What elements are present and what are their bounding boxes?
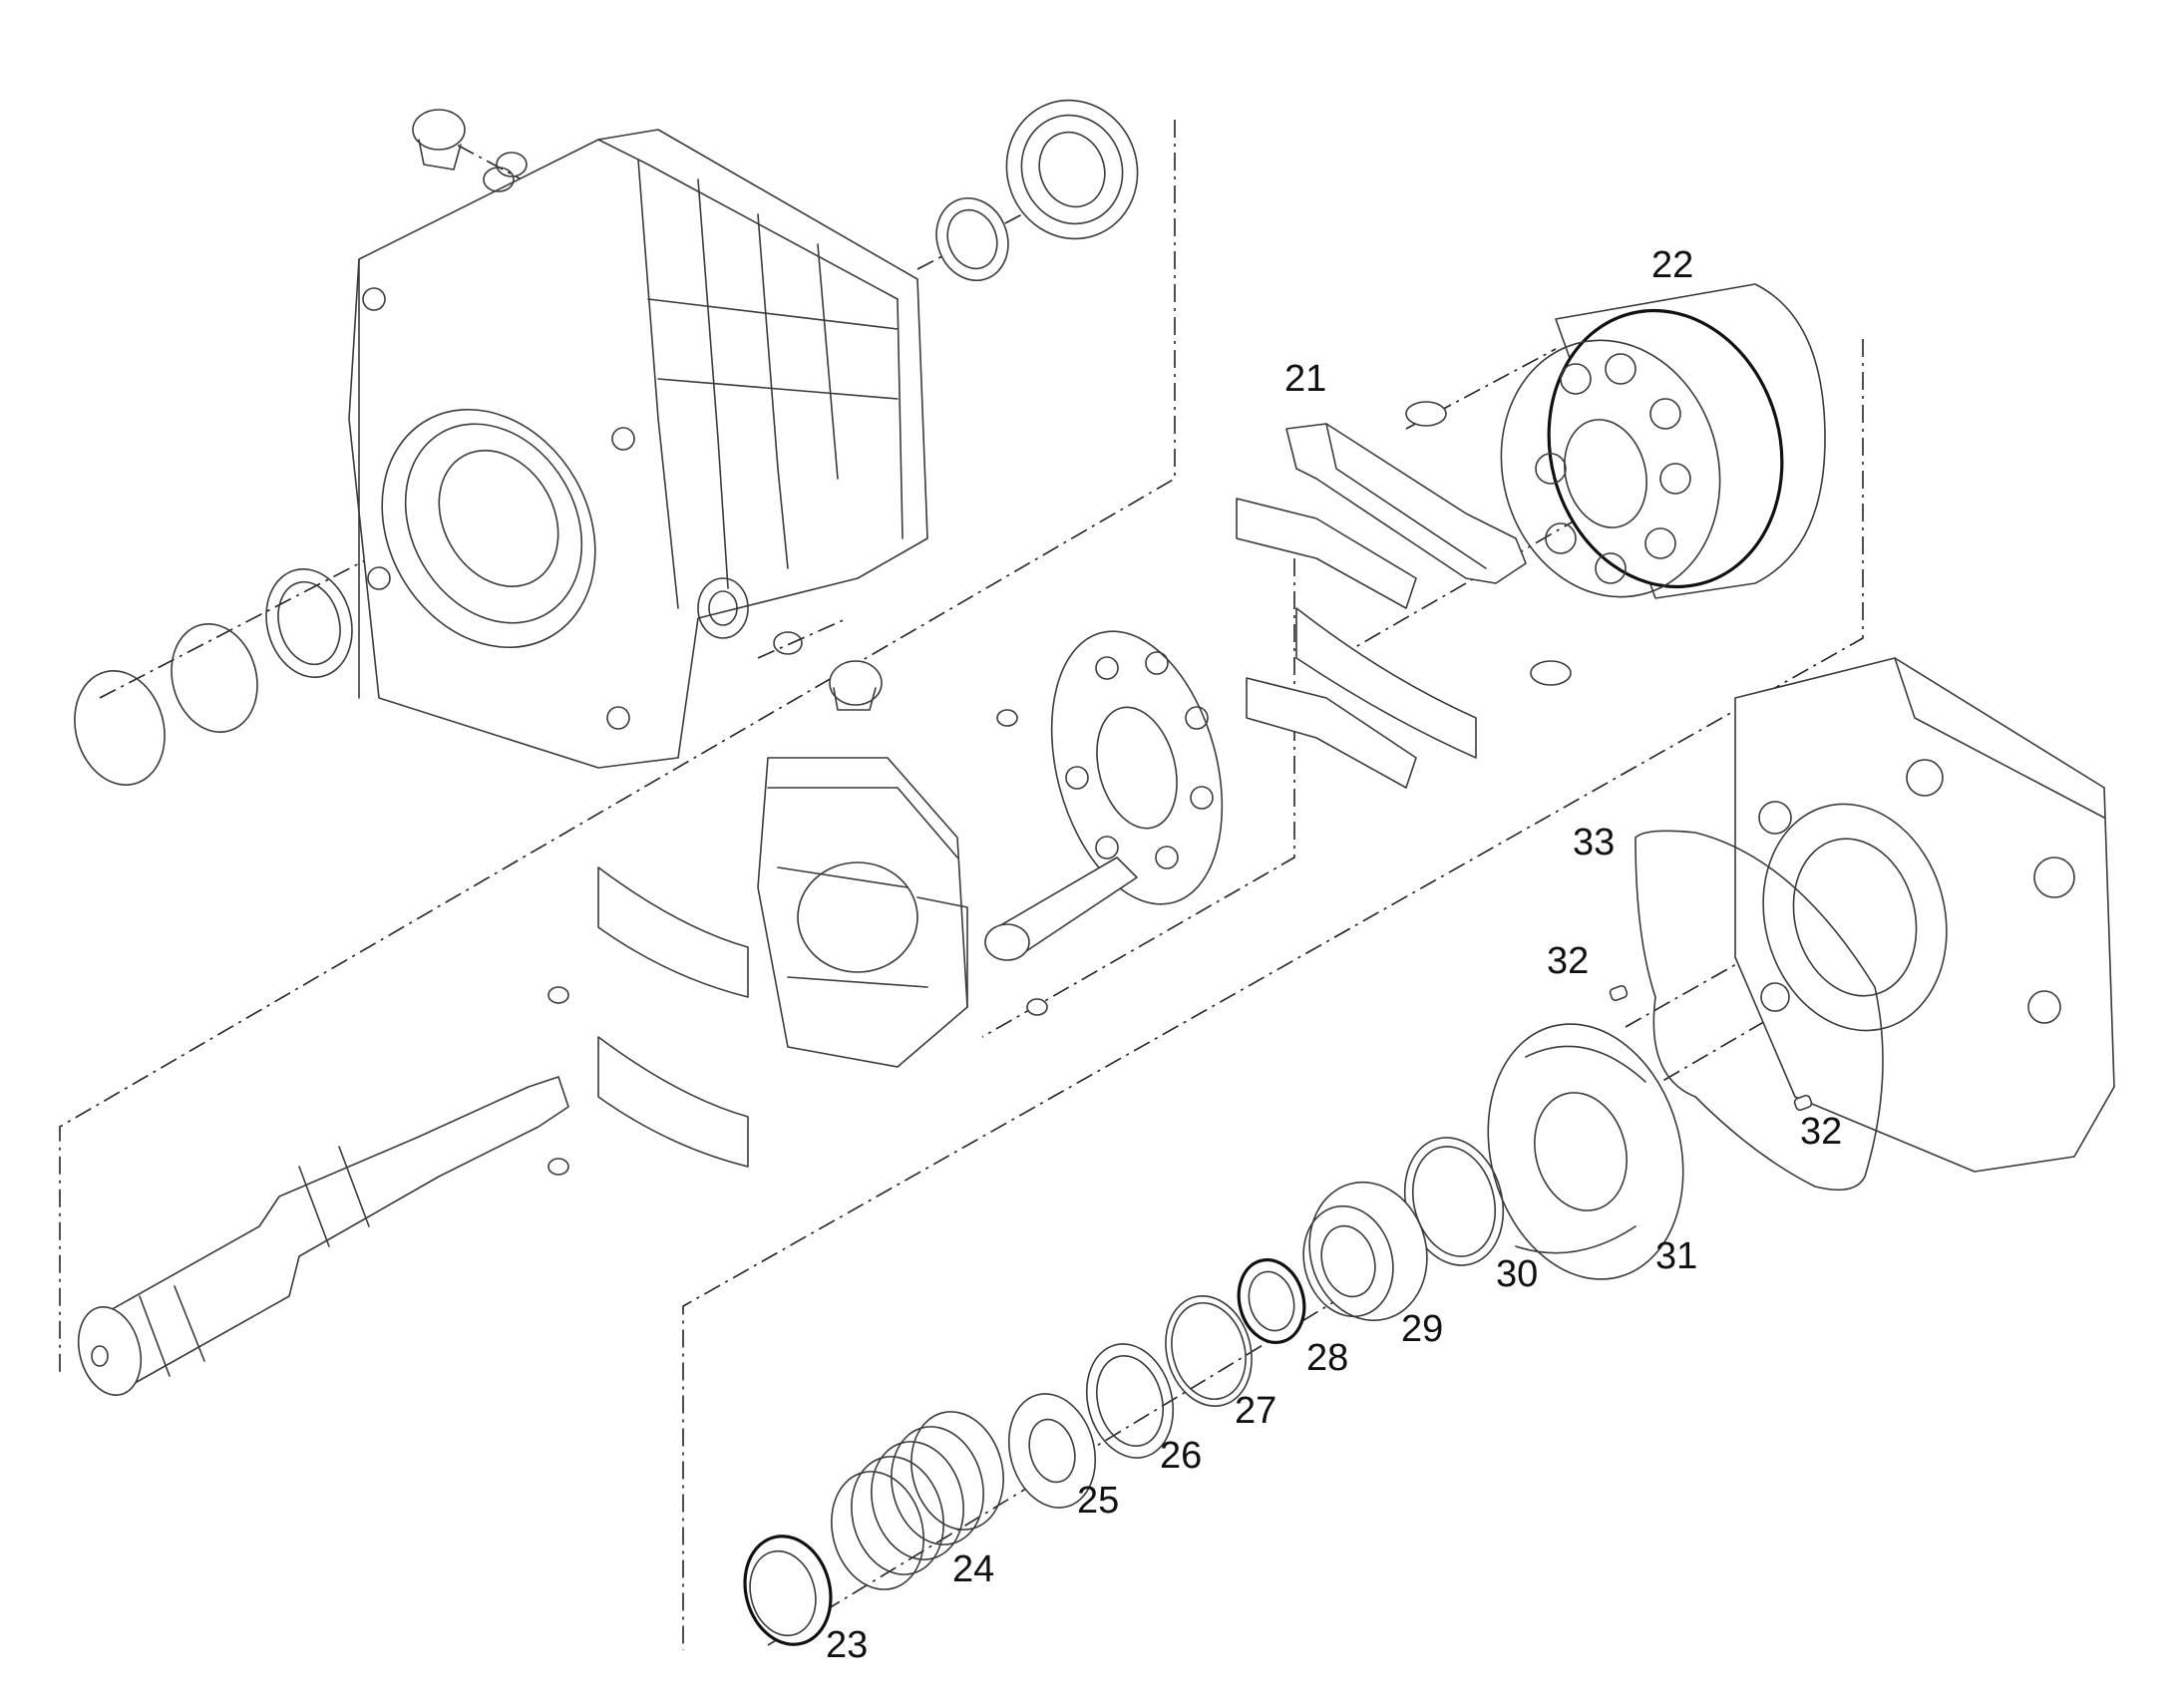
side-plug [773,631,883,711]
callout-24: 24 [952,1548,994,1590]
part-31-valve-plate [1487,1023,1684,1280]
callout-22: 22 [1651,244,1693,286]
end-cap-housing [1734,657,2115,1173]
callout-30: 30 [1496,1253,1538,1295]
callout-32-lower: 32 [1800,1111,1842,1153]
callout-32-upper: 32 [1547,940,1589,982]
top-bearing [935,99,1139,282]
callout-29: 29 [1401,1308,1443,1350]
callout-28: 28 [1306,1337,1348,1379]
callout-33: 33 [1573,822,1615,863]
swash-plate [757,757,968,1068]
part-27-snap-ring [1165,1295,1253,1407]
plug-top [412,109,528,192]
left-seal-rings [74,567,353,786]
part-32-pins [1609,984,1813,1112]
gaskets [1236,498,1477,789]
part-25-washer [1007,1393,1097,1509]
callout-labels: 21 22 23 24 25 26 27 28 29 30 31 32 32 3… [826,244,1842,1666]
ball-guide [984,709,1138,1016]
pump-housing [348,129,928,769]
callout-26: 26 [1160,1435,1202,1477]
retainer-plate [1050,630,1224,905]
callout-27: 27 [1235,1390,1276,1432]
part-22-cylinder-block [1500,283,1826,599]
part-23-seal [743,1535,833,1646]
part-28-race [1237,1257,1306,1345]
callout-25: 25 [1077,1480,1119,1522]
callout-21: 21 [1284,358,1326,400]
drive-shaft [77,1076,569,1396]
part-26-shim [1085,1343,1175,1459]
callout-23: 23 [826,1624,868,1666]
part-33-o-ring [1635,830,1884,1192]
part-24-spring [831,1411,1004,1590]
callout-31: 31 [1655,1235,1697,1277]
bearing-shells [547,866,749,1176]
part-21-bridge [1285,401,1572,686]
part-29-bearing [1302,1181,1428,1322]
